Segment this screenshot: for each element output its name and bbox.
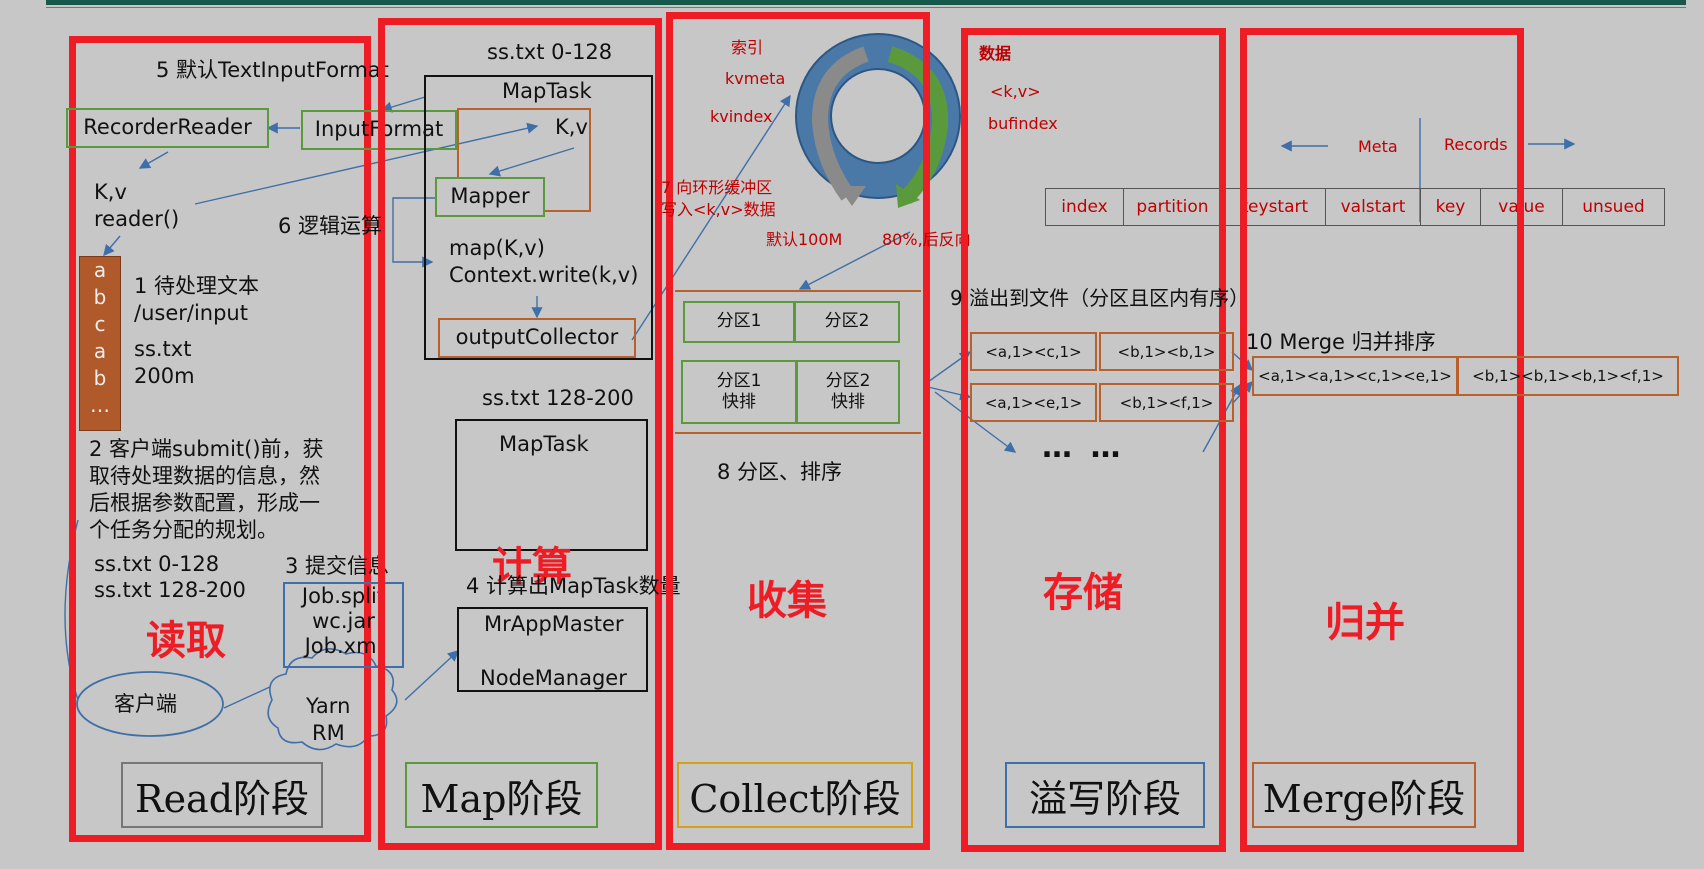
yarn-label: Yarn: [306, 694, 351, 718]
read-kv-label: K,v: [94, 180, 127, 204]
collect-phase-label: Collect阶段: [677, 762, 913, 828]
map-stage-frame: [378, 18, 662, 850]
spill-cell: <b,1><f,1>: [1099, 383, 1234, 422]
job-files-box: Job.split wc.jar Job.xml: [283, 582, 404, 668]
step2-line: 取待处理数据的信息，然: [89, 464, 320, 488]
output-collector-box: outputCollector: [438, 318, 636, 358]
collect-stage-frame: [666, 12, 930, 850]
records-label: Records: [1444, 135, 1508, 154]
step8-label: 8 分区、排序: [717, 460, 843, 484]
step2-line: 2 客户端submit()前，获: [89, 437, 324, 461]
spill-cell: <b,1><b,1>: [1099, 332, 1234, 371]
partition-cell: 分区1: [683, 301, 795, 343]
step1-label: 1 待处理文本: [134, 274, 260, 298]
reader-call-label: reader(): [94, 207, 180, 231]
file-char: a: [93, 258, 107, 282]
kvmeta-label: kvmeta: [725, 69, 786, 88]
read-phase-label: Read阶段: [121, 762, 323, 828]
bufindex-label: bufindex: [988, 114, 1058, 133]
appmaster-box: [457, 607, 648, 692]
file-size-label: 200m: [134, 364, 195, 388]
top-rule: [46, 0, 1686, 5]
spill-stage-frame: [961, 28, 1226, 852]
merge-phase-label: Merge阶段: [1252, 762, 1476, 828]
mapper-box: Mapper: [435, 177, 545, 217]
spill-cell: <a,1><c,1>: [970, 332, 1097, 371]
step2-line: 后根据参数配置，形成一: [89, 491, 320, 515]
merge-result-cell: <b,1><b,1><b,1><f,1>: [1457, 356, 1679, 396]
sorted-partition-cell: 分区1 快排: [681, 360, 797, 424]
spill-cell: <a,1><e,1>: [970, 383, 1097, 422]
spill-stage-title: 存储: [1043, 570, 1123, 616]
input-path-label: /user/input: [134, 301, 248, 325]
job-file: Job.xml: [304, 634, 383, 659]
split2-label: ss.txt 128-200: [94, 578, 246, 602]
collect-stage-title: 收集: [747, 578, 827, 624]
sorted-partition-cell: 分区2 快排: [796, 360, 900, 424]
step9-label: 9 溢出到文件（分区且区内有序）: [950, 286, 1250, 310]
read-stage-frame: [69, 36, 371, 842]
step7-line2: 写入<k,v>数据: [661, 200, 776, 219]
map-stage-title: 计算: [492, 544, 572, 590]
default-format-label: 5 默认TextInputFormat: [156, 58, 389, 82]
index-label: 索引: [731, 38, 764, 57]
top-rule-thin: [46, 7, 1686, 8]
map-split1-label: ss.txt 0-128: [487, 40, 613, 64]
step3-label: 3 提交信息: [285, 554, 390, 578]
maptask1-title: MapTask: [502, 79, 592, 103]
appmaster-label: MrAppMaster: [484, 612, 624, 636]
maptask2-box: [455, 419, 648, 551]
partition-area: [675, 290, 921, 434]
reverse-label: 80%,后反向: [882, 230, 971, 249]
step7-line1: 7 向环形缓冲区: [661, 178, 773, 197]
partition-cell: 分区2: [794, 301, 900, 343]
job-file: wc.jar: [312, 609, 375, 634]
context-write-label: Context.write(k,v): [449, 263, 639, 287]
merge-stage-title: 归并: [1325, 600, 1405, 646]
data-label: 数据: [979, 44, 1012, 63]
logic-label: 6 逻辑运算: [278, 214, 383, 238]
client-label: 客户端: [114, 692, 177, 716]
maptask1-box: [424, 75, 653, 360]
file-char: b: [93, 285, 107, 309]
step10-label: 10 Merge 归并排序: [1246, 330, 1436, 354]
map-kv-label: K,v: [555, 115, 588, 139]
read-stage-title: 读取: [146, 618, 226, 664]
kvindex-label: kvindex: [710, 107, 773, 126]
maptask2-title: MapTask: [499, 432, 589, 456]
merge-result-cell: <a,1><a,1><c,1><e,1>: [1252, 356, 1458, 396]
spill-ellipsis: … …: [1042, 430, 1125, 465]
meta-label: Meta: [1358, 137, 1398, 156]
file-char: …: [90, 393, 110, 417]
map-phase-label: Map阶段: [405, 762, 598, 828]
recorder-reader-box: RecorderReader: [66, 108, 269, 148]
file-name-label: ss.txt: [134, 337, 192, 361]
default-size-label: 默认100M: [766, 230, 843, 249]
file-char: a: [93, 339, 107, 363]
map-call-label: map(K,v): [449, 236, 545, 260]
input-file-icon: a b c a b …: [79, 256, 121, 431]
job-file: Job.split: [301, 584, 386, 608]
split1-label: ss.txt 0-128: [94, 552, 220, 576]
buffer-column: unsued: [1562, 188, 1665, 226]
file-char: c: [94, 312, 106, 336]
spill-phase-label: 溢写阶段: [1005, 762, 1205, 828]
rm-label: RM: [312, 721, 345, 745]
merge-stage-frame: [1240, 28, 1524, 852]
map-split2-label: ss.txt 128-200: [482, 386, 634, 410]
buffer-kv-label: <k,v>: [990, 82, 1041, 101]
nodemanager-label: NodeManager: [480, 666, 627, 690]
file-char: b: [93, 366, 107, 390]
step2-line: 个任务分配的规划。: [89, 518, 278, 542]
step4-label: 4 计算出MapTask数量: [466, 574, 681, 598]
